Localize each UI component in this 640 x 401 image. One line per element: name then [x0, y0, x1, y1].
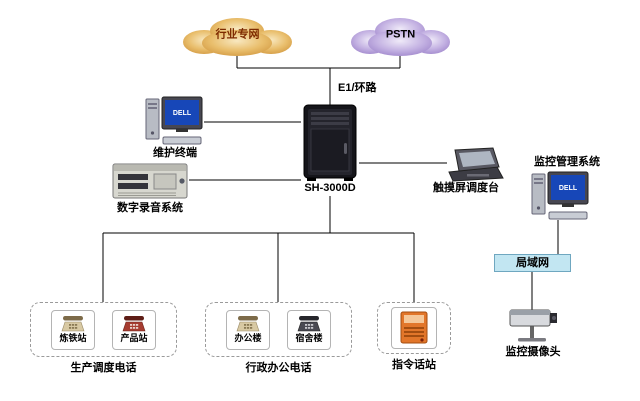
console-icon [448, 147, 504, 182]
cloud-pstn: PSTN [348, 15, 453, 57]
phone-icon [122, 316, 146, 332]
production-phone-box: 炼铁站 产品站 [30, 302, 177, 357]
monitoring-system-node: 监控管理系统 DELL [523, 156, 611, 222]
production-phone-group: 炼铁站 产品站 生产调度电话 [30, 302, 177, 375]
phone-icon [61, 316, 85, 332]
server-cabinet-icon [303, 104, 357, 181]
maintenance-terminal-label: 维护终端 [153, 147, 197, 159]
phone-label: 宿舍楼 [295, 333, 323, 344]
command-station-label: 指令话站 [392, 359, 436, 371]
lan-label: 局域网 [516, 256, 549, 269]
admin-phone-box: 办公楼 宿舍楼 [205, 302, 352, 357]
cloud-industry-network: 行业专网 [180, 15, 295, 57]
phone-card-dormitory: 宿舍楼 [287, 309, 331, 350]
camera-icon [509, 309, 557, 342]
computer-icon: DELL [531, 171, 589, 220]
maintenance-terminal-node: DELL 维护终端 [142, 95, 208, 160]
phone-card-ironworks: 炼铁站 [51, 309, 95, 350]
server-node: SH-3000D [298, 104, 362, 195]
screen-brand-text: DELL [559, 185, 578, 192]
phone-label: 办公楼 [234, 333, 262, 344]
recording-system-label: 数字录音系统 [117, 202, 183, 214]
lan-box: 局域网 [494, 254, 571, 272]
phone-card-product: 产品站 [112, 309, 156, 350]
production-group-label: 生产调度电话 [70, 362, 137, 374]
phone-label: 炼铁站 [59, 333, 87, 344]
touchscreen-console-node: 触摸屏调度台 [420, 146, 512, 195]
server-label: SH-3000D [304, 182, 356, 194]
recorder-icon [112, 163, 188, 199]
touchscreen-console-label: 触摸屏调度台 [433, 182, 499, 194]
screen-brand-text: DELL [173, 110, 192, 117]
cloud-pstn-label: PSTN [385, 28, 416, 41]
phone-icon [236, 316, 260, 332]
computer-icon: DELL [145, 96, 203, 145]
command-station-box [377, 302, 451, 354]
recording-system-node: 数字录音系统 [110, 160, 190, 215]
admin-phone-group: 办公楼 宿舍楼 行政办公电话 [205, 302, 352, 375]
cloud-icon [351, 18, 450, 56]
phone-card-office: 办公楼 [226, 309, 270, 350]
cloud-icon [183, 18, 292, 56]
command-station-group: 指令话站 [377, 302, 451, 372]
phone-icon [297, 316, 321, 332]
camera-node: 监控摄像头 [502, 302, 564, 359]
monitoring-system-label: 监控管理系统 [534, 156, 600, 168]
phone-label: 产品站 [120, 333, 148, 344]
cloud-industry-label: 行业专网 [215, 28, 260, 41]
e1-loop-label: E1/环路 [338, 82, 377, 94]
command-station-card [391, 307, 437, 349]
intercom-icon [400, 311, 428, 344]
camera-label: 监控摄像头 [505, 346, 561, 358]
admin-group-label: 行政办公电话 [245, 362, 312, 374]
